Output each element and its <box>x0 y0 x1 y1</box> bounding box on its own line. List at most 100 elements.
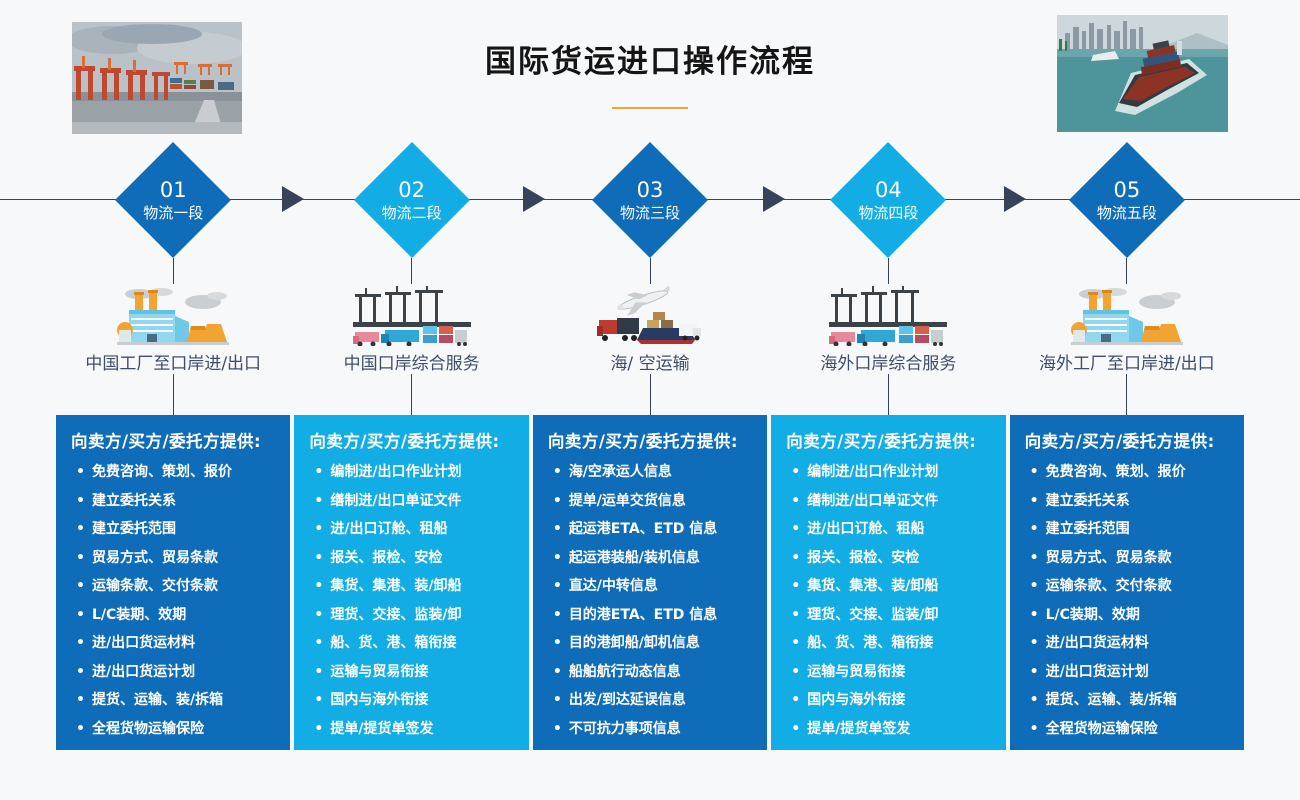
port-crane-icon <box>771 284 1005 348</box>
connector-line <box>172 374 174 415</box>
service-item: 运输条款、交付条款 <box>1025 572 1238 601</box>
service-item: 贸易方式、贸易条款 <box>71 544 284 573</box>
port-crane-icon <box>294 284 528 348</box>
stage-diamond-4: 04 物流四段 <box>830 142 947 258</box>
stage-number: 03 <box>636 178 664 203</box>
service-item: 提单/提货单签发 <box>309 715 522 744</box>
stage-number: 05 <box>1113 178 1141 203</box>
stage-column-1: 01 物流一段 <box>56 142 291 750</box>
service-item: 建立委托关系 <box>71 487 284 516</box>
service-item: L/C装期、效期 <box>71 601 284 630</box>
stage-diamond-3: 03 物流三段 <box>592 142 708 258</box>
service-item: 建立委托关系 <box>1025 487 1238 516</box>
connector-line <box>411 258 413 284</box>
stage-diamond-2: 02 物流二段 <box>353 142 470 258</box>
stage-diamond-5: 05 物流五段 <box>1068 142 1185 258</box>
service-label: 海外工厂至口岸进/出口 <box>1038 353 1215 374</box>
factory-icon <box>56 284 290 348</box>
stage-column-4: 04 物流四段 <box>771 142 1006 750</box>
service-panel-3: 向卖方/买方/委托方提供: 海/空承运人信息提单/运单交货信息起运港ETA、ET… <box>532 415 768 750</box>
service-item: 免费咨询、策划、报价 <box>71 458 284 487</box>
connector-line <box>649 374 651 415</box>
service-item: 进/出口订舱、租船 <box>786 515 999 544</box>
service-item: 运输与贸易衔接 <box>309 658 522 687</box>
connector-line <box>172 258 174 284</box>
service-item: 国内与海外衔接 <box>786 686 999 715</box>
service-item: 进/出口货运材料 <box>1025 629 1238 658</box>
service-panel-5: 向卖方/买方/委托方提供: 免费咨询、策划、报价建立委托关系建立委托范围贸易方式… <box>1009 415 1245 750</box>
panel-heading: 向卖方/买方/委托方提供: <box>1024 432 1215 451</box>
service-list: 免费咨询、策划、报价建立委托关系建立委托范围贸易方式、贸易条款运输条款、交付条款… <box>71 458 284 743</box>
service-label: 中国口岸综合服务 <box>343 353 480 374</box>
service-item: 提单/提货单签发 <box>786 715 999 744</box>
page-title: 国际货运进口操作流程 <box>485 44 815 80</box>
service-item: 进/出口货运材料 <box>71 629 284 658</box>
connector-line <box>887 374 889 415</box>
flow-arrow-icon <box>523 186 545 212</box>
service-item: 编制进/出口作业计划 <box>309 458 522 487</box>
service-item: 报关、报检、安检 <box>309 544 522 573</box>
service-item: 出发/到达延误信息 <box>548 686 761 715</box>
stage-columns: 01 物流一段 <box>56 142 1245 750</box>
service-item: 缮制进/出口单证文件 <box>786 487 999 516</box>
connector-line <box>649 258 651 284</box>
panel-heading: 向卖方/买方/委托方提供: <box>71 432 262 451</box>
connector-line <box>1126 258 1128 284</box>
service-item: 目的港ETA、ETD 信息 <box>548 601 761 630</box>
service-item: 运输条款、交付条款 <box>71 572 284 601</box>
connector-line <box>887 258 889 284</box>
flow-arrow-icon <box>763 186 785 212</box>
service-item: 免费咨询、策划、报价 <box>1025 458 1238 487</box>
service-label: 海外口岸综合服务 <box>820 353 957 374</box>
connector-line <box>411 374 413 415</box>
connector-line <box>1126 374 1128 415</box>
service-item: 建立委托范围 <box>71 515 284 544</box>
service-panel-2: 向卖方/买方/委托方提供: 编制进/出口作业计划缮制进/出口单证文件进/出口订舱… <box>294 415 529 750</box>
stage-number: 01 <box>159 178 187 203</box>
flow-arrow-icon <box>1004 186 1026 212</box>
stage-label: 物流二段 <box>381 203 442 222</box>
stage-column-3: 03 物流三段 <box>532 142 768 750</box>
service-item: 起运港ETA、ETD 信息 <box>548 515 761 544</box>
service-item: 贸易方式、贸易条款 <box>1025 544 1238 573</box>
service-item: 船舶航行动态信息 <box>548 658 761 687</box>
factory-icon <box>1010 284 1244 348</box>
service-item: L/C装期、效期 <box>1025 601 1238 630</box>
stage-number: 02 <box>398 178 425 203</box>
stage-number: 04 <box>875 178 902 203</box>
service-item: 不可抗力事项信息 <box>548 715 761 744</box>
panel-heading: 向卖方/买方/委托方提供: <box>547 432 738 451</box>
service-item: 运输与贸易衔接 <box>786 658 999 687</box>
service-item: 报关、报检、安检 <box>786 544 999 573</box>
stage-diamond-1: 01 物流一段 <box>115 142 232 258</box>
service-item: 理货、交接、监装/卸 <box>786 601 999 630</box>
service-item: 编制进/出口作业计划 <box>786 458 999 487</box>
sea-air-transport-icon <box>533 284 767 348</box>
service-item: 船、货、港、箱衔接 <box>786 629 999 658</box>
port-photo <box>72 22 242 134</box>
stage-label: 物流一段 <box>143 203 204 222</box>
service-item: 目的港卸船/卸机信息 <box>548 629 761 658</box>
stage-column-5: 05 物流五段 <box>1009 142 1245 750</box>
service-list: 编制进/出口作业计划缮制进/出口单证文件进/出口订舱、租船报关、报检、安检集货、… <box>309 458 522 743</box>
service-panel-1: 向卖方/买方/委托方提供: 免费咨询、策划、报价建立委托关系建立委托范围贸易方式… <box>56 415 291 750</box>
service-item: 进/出口货运计划 <box>1025 658 1238 687</box>
service-item: 提单/运单交货信息 <box>548 487 761 516</box>
title-underline <box>612 107 688 109</box>
header: 国际货运进口操作流程 <box>0 36 1300 109</box>
service-item: 进/出口货运计划 <box>71 658 284 687</box>
service-item: 直达/中转信息 <box>548 572 761 601</box>
service-item: 集货、集港、装/卸船 <box>786 572 999 601</box>
service-item: 建立委托范围 <box>1025 515 1238 544</box>
service-item: 缮制进/出口单证文件 <box>309 487 522 516</box>
service-item: 船、货、港、箱衔接 <box>309 629 522 658</box>
service-label: 中国工厂至口岸进/出口 <box>85 353 262 374</box>
service-item: 国内与海外衔接 <box>309 686 522 715</box>
service-item: 全程货物运输保险 <box>71 715 284 744</box>
panel-heading: 向卖方/买方/委托方提供: <box>786 432 977 451</box>
flow-arrow-icon <box>282 186 304 212</box>
stage-column-2: 02 物流二段 <box>294 142 529 750</box>
stage-label: 物流三段 <box>620 203 681 222</box>
service-item: 全程货物运输保险 <box>1025 715 1238 744</box>
panel-heading: 向卖方/买方/委托方提供: <box>309 432 500 451</box>
